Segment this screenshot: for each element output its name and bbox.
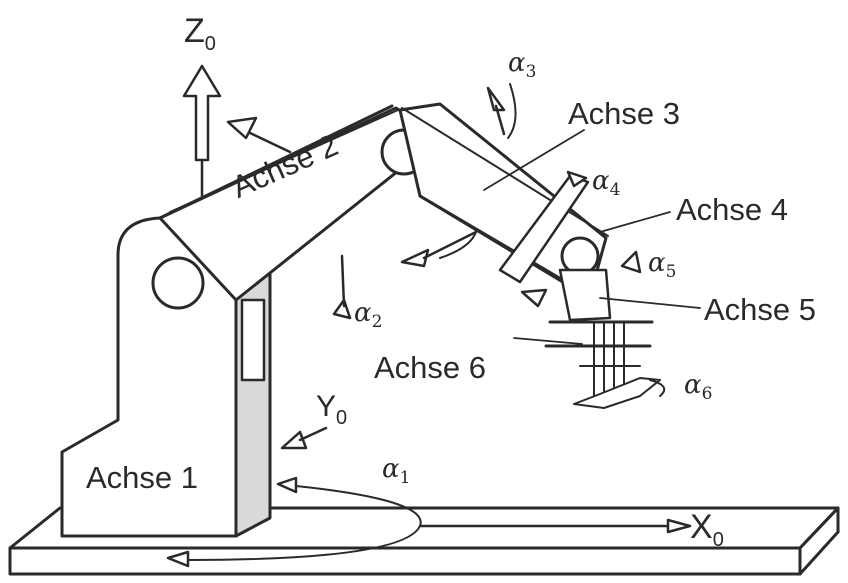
achse-3-label: Achse 3 bbox=[568, 96, 681, 131]
x0-index: 0 bbox=[712, 529, 724, 551]
alpha4-symbol: α bbox=[592, 166, 610, 196]
alpha1-symbol: α bbox=[382, 454, 400, 484]
alpha1-label: α1 bbox=[382, 456, 410, 487]
alpha6-label: α6 bbox=[684, 372, 712, 403]
achse-4-label: Achse 4 bbox=[676, 192, 789, 227]
alpha5-symbol: α bbox=[648, 248, 666, 278]
z0-arrow bbox=[182, 64, 222, 162]
z0-label: Z0 bbox=[184, 14, 216, 54]
alpha3-symbol: α bbox=[508, 48, 526, 78]
y0-label: Y0 bbox=[316, 390, 348, 429]
leader-lines bbox=[483, 129, 701, 345]
alpha4-index: 4 bbox=[609, 180, 621, 200]
alpha6-index: 6 bbox=[701, 384, 713, 404]
alpha2-symbol: α bbox=[354, 298, 372, 328]
alpha3-label: α3 bbox=[508, 50, 536, 81]
joint-1-circle bbox=[151, 256, 205, 310]
alpha4-label: α4 bbox=[592, 168, 620, 199]
x0-letter: X bbox=[690, 508, 713, 546]
alpha2-label: α2 bbox=[354, 300, 382, 331]
alpha5-label: α5 bbox=[648, 250, 676, 281]
joint-axis-arrows bbox=[166, 64, 692, 568]
x0-label: X0 bbox=[690, 510, 724, 550]
z0-letter: Z bbox=[184, 12, 205, 50]
alpha1-index: 1 bbox=[399, 468, 411, 488]
achse-5-label: Achse 5 bbox=[704, 292, 817, 327]
y0-index: 0 bbox=[336, 407, 348, 429]
achse-6-label: Achse 6 bbox=[374, 350, 487, 385]
alpha6-symbol: α bbox=[684, 370, 702, 400]
rotation-arcs bbox=[187, 83, 666, 561]
alpha2-index: 2 bbox=[371, 312, 383, 332]
joint-3-circle bbox=[560, 236, 600, 276]
z0-index: 0 bbox=[204, 33, 216, 55]
y0-letter: Y bbox=[316, 390, 337, 423]
alpha3-index: 3 bbox=[525, 62, 537, 82]
achse-1-label: Achse 1 bbox=[86, 460, 199, 495]
wrist-assembly bbox=[498, 174, 661, 409]
alpha5-index: 5 bbox=[665, 262, 677, 282]
forearm-achse-3 bbox=[398, 102, 609, 298]
